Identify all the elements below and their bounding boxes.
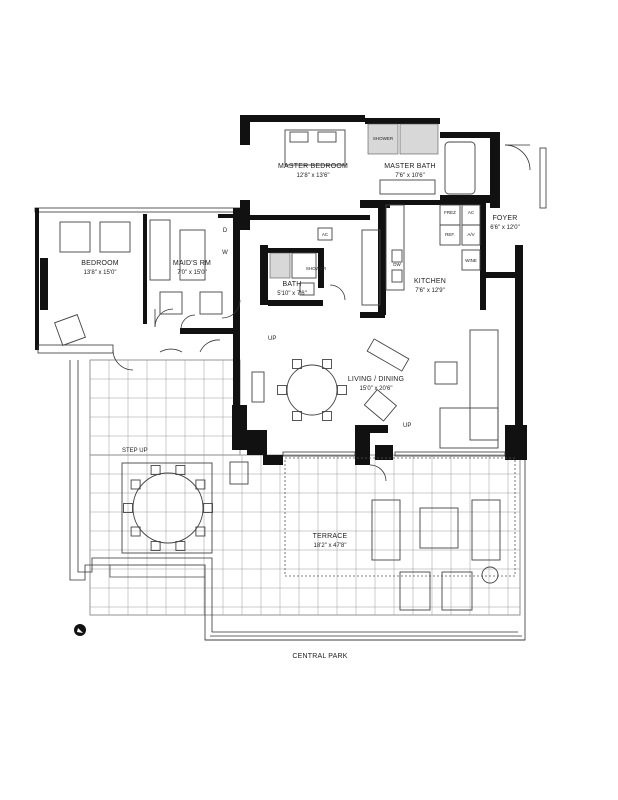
label-freeze: FREZ (444, 210, 456, 215)
chair (292, 359, 302, 369)
bedroom-furniture (54, 219, 223, 346)
chair (322, 359, 332, 369)
label-central-park: CENTRAL PARK (292, 653, 347, 660)
living-furniture (251, 329, 499, 449)
room-dim-terrace: 18'2" x 47'8" (314, 543, 347, 549)
room-name-master-bath: MASTER BATH (384, 163, 435, 170)
chair (130, 526, 141, 537)
room-name-foyer: FOYER (492, 215, 517, 222)
chair (123, 503, 133, 513)
label-dishwasher: DW (393, 262, 401, 267)
terrace-furniture (121, 457, 516, 611)
label-ac-kitchen: AC (468, 210, 475, 215)
chair (175, 541, 186, 551)
label-ac-hall: AC (322, 232, 329, 237)
chair (130, 479, 141, 490)
chair (322, 411, 332, 421)
chair (175, 465, 186, 475)
walls (34, 115, 547, 465)
room-dim-maids-rm: 7'0" x 15'0" (177, 270, 207, 276)
label-refrigerator: REF. (445, 232, 455, 237)
master-suite-fixtures (284, 123, 476, 195)
room-name-terrace: TERRACE (313, 533, 348, 540)
chair (337, 385, 347, 395)
label-dryer: D (223, 228, 228, 234)
door-swings (112, 144, 531, 482)
room-name-bedroom: BEDROOM (81, 260, 119, 267)
room-dim-bath: 5'10" x 7'6" (277, 291, 307, 297)
kitchen-fixtures (361, 204, 481, 306)
label-up-right: UP (403, 423, 411, 429)
room-dim-bedroom: 13'8" x 15'0" (84, 270, 117, 276)
room-dim-foyer: 6'6" x 12'0" (490, 225, 520, 231)
chair (203, 503, 213, 513)
label-washer: W (222, 250, 228, 256)
bath-fixtures (269, 227, 333, 296)
fixture-labels: SHOWER SHOWER FREZ REF. DW AC A/V WINE A… (222, 136, 477, 271)
label-step-up: STEP UP (122, 448, 148, 454)
room-dim-living-dining: 15'0" x 20'6" (360, 386, 393, 392)
label-shower-master: SHOWER (373, 136, 394, 141)
room-dim-master-bedroom: 12'8" x 13'6" (297, 173, 330, 179)
room-labels: MASTER BEDROOM 12'8" x 13'6" MASTER BATH… (81, 163, 520, 549)
room-name-maids-rm: MAID'S RM (173, 260, 211, 267)
label-up-left: UP (268, 336, 276, 342)
label-shower-bath: SHOWER (306, 266, 327, 271)
chair (292, 411, 302, 421)
terrace-paving (89, 359, 521, 616)
chair (277, 385, 287, 395)
label-av: A/V (467, 232, 474, 237)
chair (195, 479, 206, 490)
room-name-living-dining: LIVING / DINING (348, 376, 404, 383)
room-name-bath: BATH (283, 281, 302, 288)
chair (150, 465, 161, 475)
label-wine: WINE (465, 258, 477, 263)
annotations: UP UP STEP UP CENTRAL PARK (122, 336, 411, 660)
chair (195, 526, 206, 537)
chair (150, 541, 161, 551)
compass-north-icon (74, 624, 86, 636)
terrace-outline (69, 360, 526, 641)
room-dim-kitchen: 7'6" x 12'9" (415, 288, 445, 294)
room-name-kitchen: KITCHEN (414, 278, 446, 285)
room-name-master-bedroom: MASTER BEDROOM (278, 163, 348, 170)
room-dim-master-bath: 7'6" x 10'6" (395, 173, 425, 179)
